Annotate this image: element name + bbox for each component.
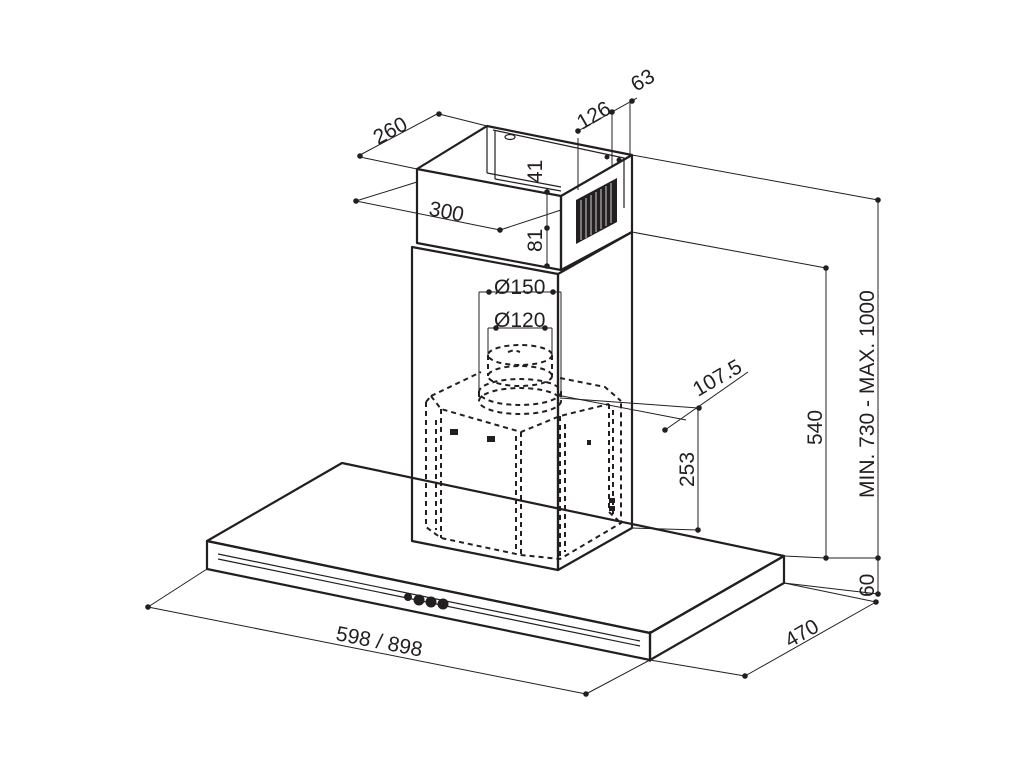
label-min-max: MIN. 730 - MAX. 1000 <box>856 290 879 498</box>
label-63: 63 <box>627 65 659 97</box>
label-300: 300 <box>427 197 466 226</box>
dimension-lines <box>145 97 881 697</box>
hood-canopy <box>205 461 786 662</box>
label-width: 598 / 898 <box>334 622 424 661</box>
label-470: 470 <box>781 615 823 652</box>
label-81: 81 <box>524 229 547 252</box>
label-253: 253 <box>676 452 699 487</box>
label-41: 41 <box>524 160 547 183</box>
label-107-5: 107.5 <box>689 355 746 401</box>
label-60: 60 <box>856 574 879 597</box>
label-260: 260 <box>370 113 412 150</box>
vent-grille <box>576 178 617 244</box>
label-dia120: Ø120 <box>494 309 545 332</box>
label-dia150: Ø150 <box>494 276 545 299</box>
exhaust-collar-hidden <box>478 344 562 415</box>
motor-housing-hidden <box>425 371 622 561</box>
control-panel-buttons <box>404 593 449 610</box>
label-540: 540 <box>804 410 827 445</box>
